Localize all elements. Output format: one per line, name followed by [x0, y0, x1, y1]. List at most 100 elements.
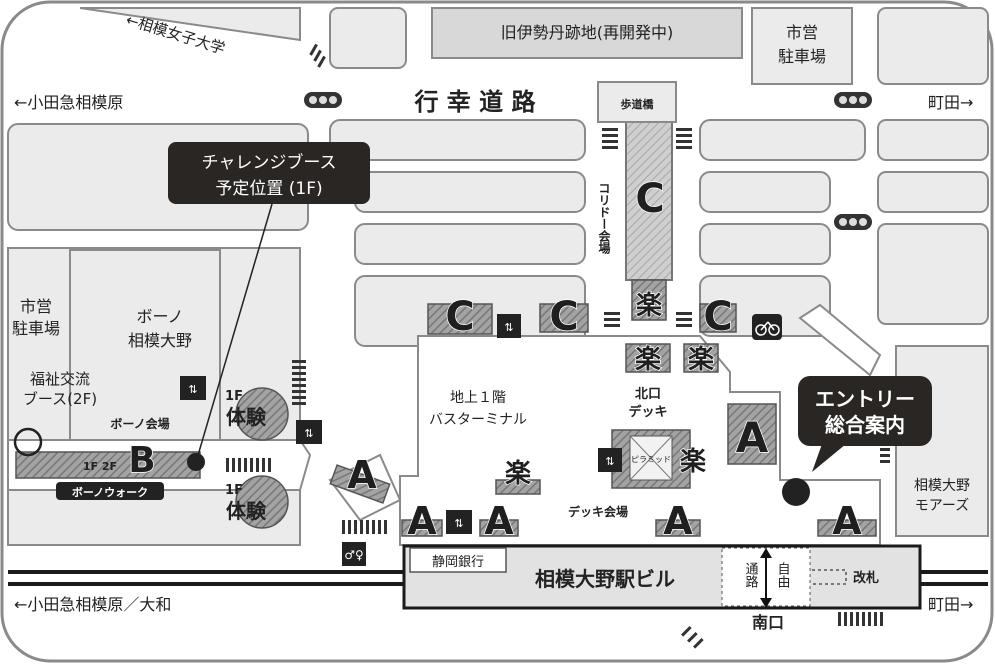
north-deck-label-1: 北口 [635, 387, 661, 402]
parking-left-label-2: 駐車場 [12, 319, 60, 338]
odakyu-bottom-label: ←小田急相模原／大和 [14, 595, 171, 614]
north-deck-label-2: デッキ [628, 404, 667, 420]
machida-bottom-label: 町田→ [928, 595, 973, 614]
taiken-circle-2 [235, 475, 289, 529]
odakyu-top-label: ←小田急相模原 [14, 93, 123, 112]
toilet-icon: ♂♀ [342, 542, 366, 566]
zone-c-box-1 [427, 303, 493, 335]
bono-venue-label: ボーノ会場 [110, 416, 169, 431]
zone-raku-box-4 [495, 479, 541, 495]
moors-label-1: 相模大野 [914, 478, 970, 494]
bono-label-2: 相模大野 [128, 331, 192, 350]
challenge-marker [187, 453, 205, 471]
elevator-icon: ⇅ [446, 510, 472, 534]
corridor-label: コリドー会場 [597, 182, 611, 255]
zone-a-6: A [832, 499, 862, 543]
fukushi-label-2: ブース(2F) [23, 390, 97, 408]
passage-label: 通路 [743, 562, 759, 588]
road-label: 行 幸 道 路 [413, 88, 536, 116]
entry-marker [782, 478, 810, 506]
zone-a-1: A [736, 413, 769, 462]
challenge-pointer [195, 203, 273, 463]
parking-top-label-1: 市営 [786, 23, 818, 42]
hodokyo-label: 歩道橋 [621, 97, 655, 111]
entry-label-2: 総合案内 [825, 413, 905, 437]
entry-callout [798, 376, 932, 446]
free-label: 自由 [775, 562, 790, 588]
zone-boxes [15, 279, 877, 537]
elevator-icon: ⇅ [296, 420, 322, 444]
bus-label-2: バスターミナル [429, 412, 527, 428]
taiken-floor-1: 1F [225, 389, 243, 404]
taiken-floor-2: 1F [225, 483, 243, 498]
elevator-icon: ⇅ [180, 376, 206, 400]
pyramid-label: ピラミッド [631, 455, 671, 464]
bus-label-1: 地上１階 [450, 390, 506, 406]
challenge-label-1: チャレンジブース [202, 152, 337, 173]
hodokyo [597, 81, 677, 123]
svg-text:⇅: ⇅ [504, 321, 513, 334]
svg-text:⇅: ⇅ [605, 455, 614, 468]
station-building-label: 相模大野駅ビル [535, 567, 675, 591]
traffic-signal-icon [834, 214, 872, 230]
zone-a-2: A [347, 453, 377, 497]
svg-text:⇅: ⇅ [304, 427, 313, 440]
ticket-gate-label: 改札 [853, 570, 879, 586]
zone-a-5: A [663, 499, 693, 543]
zone-a-box-3 [401, 519, 443, 537]
zone-raku-box-2 [625, 343, 671, 373]
zone-c-box-2 [539, 303, 589, 333]
stairs-icon [602, 128, 890, 463]
traffic-signal-icon [304, 92, 342, 108]
zone-a-4: A [484, 499, 514, 543]
parking-top-label-2: 駐車場 [778, 47, 826, 66]
zone-raku-box-3 [683, 343, 719, 373]
taiken-label-2: 体験 [226, 499, 267, 523]
bicycle-parking-icon [752, 314, 782, 340]
fukushi-marker [13, 427, 43, 457]
traffic-signal-icon [834, 92, 872, 108]
svg-text:♂♀: ♂♀ [344, 548, 364, 562]
south-exit-label: 南口 [752, 613, 784, 632]
fukushi-label-1: 福祉交流 [30, 370, 90, 388]
zone-raku-2: 楽 [635, 345, 662, 375]
old-isetan-label: 旧伊勢丹跡地(再開発中) [501, 23, 674, 42]
zone-a-box-1 [727, 403, 777, 465]
svg-text:⇅: ⇅ [454, 517, 463, 530]
bono-walk-tag [56, 482, 164, 500]
crosswalk-icon [226, 43, 883, 649]
zone-a-box-2 [329, 464, 391, 504]
zone-raku-5: 楽 [680, 447, 707, 477]
taiken-circle-1 [235, 387, 289, 441]
bono-walk-label: ボーノウォーク [72, 485, 148, 499]
zone-a-box-4 [479, 519, 519, 537]
zone-c-1: C [445, 294, 474, 340]
deck-venue-label: デッキ会場 [568, 504, 628, 519]
bono-label-1: ボーノ [136, 307, 183, 326]
parking-left-label-1: 市営 [20, 297, 52, 316]
moors-label-2: モアーズ [915, 498, 969, 514]
zone-c-3: C [703, 294, 732, 340]
zone-b: B [128, 440, 155, 481]
elevator-icon: ⇅ [497, 314, 521, 338]
shizuoka-bank-box [409, 547, 507, 573]
shizuoka-bank-label: 静岡銀行 [432, 555, 484, 570]
machida-top-label: 町田→ [928, 93, 973, 112]
challenge-callout [168, 142, 370, 204]
challenge-label-2: 予定位置 (1F) [215, 179, 322, 199]
zone-raku-4: 楽 [505, 459, 532, 489]
entry-label-1: エントリー [815, 387, 915, 411]
zone-raku-box-1 [631, 279, 667, 321]
zone-a-box-6 [817, 519, 877, 537]
zone-a-box-5 [655, 519, 701, 537]
floor-1f2f-label: 1F 2F [83, 460, 117, 473]
zone-c-2: C [549, 294, 578, 340]
zone-a-3: A [407, 499, 437, 543]
zone-c-corridor: C [635, 176, 664, 222]
svg-text:⇅: ⇅ [188, 383, 197, 396]
elevator-icon: ⇅ [598, 448, 622, 472]
taiken-label-1: 体験 [226, 405, 267, 429]
entry-callout-tail [812, 444, 846, 472]
